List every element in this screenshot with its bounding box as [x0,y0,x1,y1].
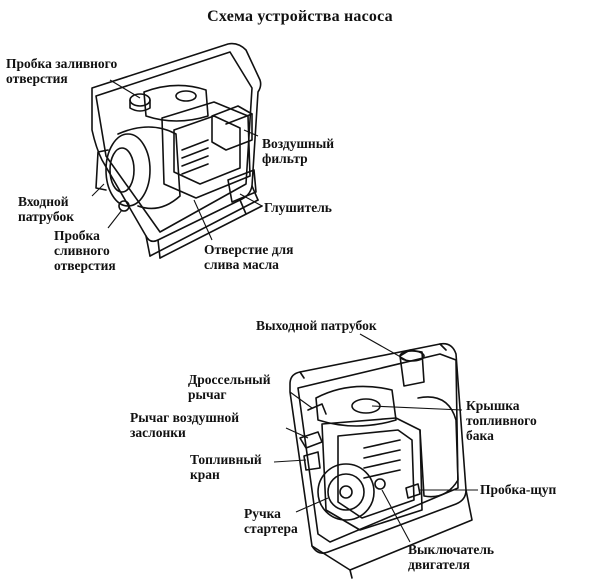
label-drain-plug-line3: отверстия [54,258,116,273]
label-fill-plug-line1: Пробка заливного [6,56,118,71]
label-fuel-valve: Топливный кран [190,452,262,482]
leader-fuel-valve [273,459,307,463]
label-throttle-line2: рычаг [188,387,227,402]
label-fuel-cap-line3: бака [466,428,494,443]
label-air-filter: Воздушный фильтр [262,136,334,166]
label-drain-plug-line2: сливного [54,243,110,258]
label-outlet: Выходной патрубок [256,318,377,333]
label-drain-plug: Пробка сливного отверстия [54,228,116,273]
leader-air-filter [243,129,259,137]
label-oil-drain: Отверстие для слива масла [204,242,293,272]
leader-muffler [239,193,263,207]
label-throttle: Дроссельный рычаг [188,372,271,402]
label-dipstick-text: Пробка-щуп [480,482,557,497]
label-fuel-valve-line1: Топливный [190,452,262,467]
label-starter-line2: стартера [244,521,298,536]
leader-inlet [91,183,105,197]
leader-engine-switch [381,489,411,543]
label-engine-switch: Выключатель двигателя [408,542,494,572]
diagram-title: Схема устройства насоса [207,8,393,25]
pump1-drawing [91,42,263,259]
label-fill-plug-line2: отверстия [6,71,68,86]
label-oil-drain-line2: слива масла [204,257,279,272]
leader-outlet [359,333,407,361]
label-fuel-valve-line2: кран [190,467,220,482]
label-oil-drain-line1: Отверстие для [204,242,294,257]
label-choke: Рычаг воздушной заслонки [130,410,239,440]
label-muffler-text: Глушитель [264,200,332,215]
label-muffler: Глушитель [264,200,332,215]
label-starter-line1: Ручка [244,506,281,521]
label-inlet-line1: Входной [18,194,69,209]
label-choke-line2: заслонки [130,425,186,440]
label-fuel-cap-line2: топливного [466,413,537,428]
label-drain-plug-line1: Пробка [54,228,100,243]
leader-throttle [289,391,313,409]
label-fuel-cap-line1: Крышка [466,398,520,413]
leader-drain-plug [107,209,123,229]
label-air-filter-line1: Воздушный [262,136,335,151]
leader-fuel-cap [371,405,463,411]
label-inlet-line2: патрубок [18,209,74,224]
label-inlet: Входной патрубок [18,194,74,224]
label-throttle-line1: Дроссельный [188,372,271,387]
leader-starter [295,497,329,513]
label-outlet-text: Выходной патрубок [256,318,377,333]
label-engine-switch-line2: двигателя [408,557,470,572]
label-fuel-cap: Крышка топливного бака [466,398,537,443]
label-engine-switch-line1: Выключатель [408,542,495,557]
leader-fill-plug [109,79,141,99]
leader-choke [285,427,309,439]
label-air-filter-line2: фильтр [262,151,308,166]
label-choke-line1: Рычаг воздушной [130,410,240,425]
leader-oil-drain [193,199,213,241]
label-starter: Ручка стартера [244,506,298,536]
label-fill-plug: Пробка заливного отверстия [6,56,117,86]
label-dipstick: Пробка-щуп [480,482,556,497]
